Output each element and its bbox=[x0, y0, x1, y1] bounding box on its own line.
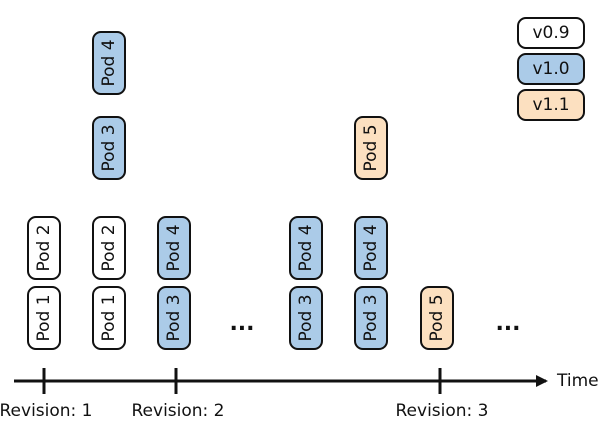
ellipsis-1: ... bbox=[229, 311, 254, 336]
pod-box bbox=[92, 216, 126, 280]
time-axis-label: Time bbox=[556, 371, 599, 391]
revision-label-2: Revision: 2 bbox=[132, 401, 225, 421]
pod-pod-1-v0-9: Pod 1 bbox=[92, 286, 126, 350]
pod-box bbox=[157, 216, 191, 280]
pod-box bbox=[157, 286, 191, 350]
legend-swatch bbox=[517, 89, 585, 121]
pod-label: Pod 2 bbox=[34, 224, 54, 271]
pod-label: Pod 4 bbox=[361, 224, 381, 271]
pod-box bbox=[27, 216, 61, 280]
pod-pod-1-v0-9: Pod 1 bbox=[27, 286, 61, 350]
pod-label: Pod 5 bbox=[427, 294, 447, 341]
ellipsis-2: ... bbox=[495, 311, 520, 336]
pod-box bbox=[289, 216, 323, 280]
legend-item-v1-1: v1.1 bbox=[517, 89, 585, 121]
pod-pod-4-v1-0: Pod 4 bbox=[354, 216, 388, 280]
pod-label: Pod 3 bbox=[361, 294, 381, 341]
pods-layer: Pod 1 Pod 2 Pod 1 Pod 2 Pod 3 Pod 4 Pod 3 Pod 4… bbox=[27, 31, 521, 350]
pod-box bbox=[354, 286, 388, 350]
pod-label: Pod 5 bbox=[361, 124, 381, 171]
legend-label: v1.0 bbox=[532, 59, 569, 79]
legend: v0.9 v1.0 v1.1 bbox=[517, 17, 585, 121]
pod-box bbox=[92, 286, 126, 350]
pod-label: Pod 3 bbox=[164, 294, 184, 341]
legend-item-v1-0: v1.0 bbox=[517, 53, 585, 85]
pod-pod-5-v1-1: Pod 5 bbox=[354, 116, 388, 180]
pod-box bbox=[354, 116, 388, 180]
pod-label: Pod 3 bbox=[99, 124, 119, 171]
legend-label: v1.1 bbox=[532, 95, 569, 115]
pod-pod-2-v0-9: Pod 2 bbox=[92, 216, 126, 280]
legend-item-v0-9: v0.9 bbox=[517, 17, 585, 49]
pod-label: Pod 1 bbox=[99, 294, 119, 341]
pod-pod-2-v0-9: Pod 2 bbox=[27, 216, 61, 280]
pod-pod-4-v1-0: Pod 4 bbox=[157, 216, 191, 280]
pod-label: Pod 4 bbox=[164, 224, 184, 271]
legend-label: v0.9 bbox=[532, 23, 569, 43]
pod-pod-3-v1-0: Pod 3 bbox=[289, 286, 323, 350]
pod-pod-4-v1-0: Pod 4 bbox=[92, 31, 126, 95]
pod-box bbox=[27, 286, 61, 350]
revision-label-1: Revision: 1 bbox=[0, 401, 93, 421]
pod-pod-3-v1-0: Pod 3 bbox=[157, 286, 191, 350]
pod-label: Pod 3 bbox=[296, 294, 316, 341]
legend-swatch bbox=[517, 53, 585, 85]
pod-label: Pod 4 bbox=[99, 39, 119, 86]
pod-box bbox=[92, 116, 126, 180]
pod-label: Pod 2 bbox=[99, 224, 119, 271]
pod-box bbox=[420, 286, 454, 350]
pod-pod-3-v1-0: Pod 3 bbox=[354, 286, 388, 350]
pod-box bbox=[354, 216, 388, 280]
pod-pod-5-v1-1: Pod 5 bbox=[420, 286, 454, 350]
legend-swatch bbox=[517, 17, 585, 49]
pod-label: Pod 4 bbox=[296, 224, 316, 271]
pod-box bbox=[289, 286, 323, 350]
pod-label: Pod 1 bbox=[34, 294, 54, 341]
pod-box bbox=[92, 31, 126, 95]
pod-pod-3-v1-0: Pod 3 bbox=[92, 116, 126, 180]
revision-label-3: Revision: 3 bbox=[396, 401, 489, 421]
pod-pod-4-v1-0: Pod 4 bbox=[289, 216, 323, 280]
